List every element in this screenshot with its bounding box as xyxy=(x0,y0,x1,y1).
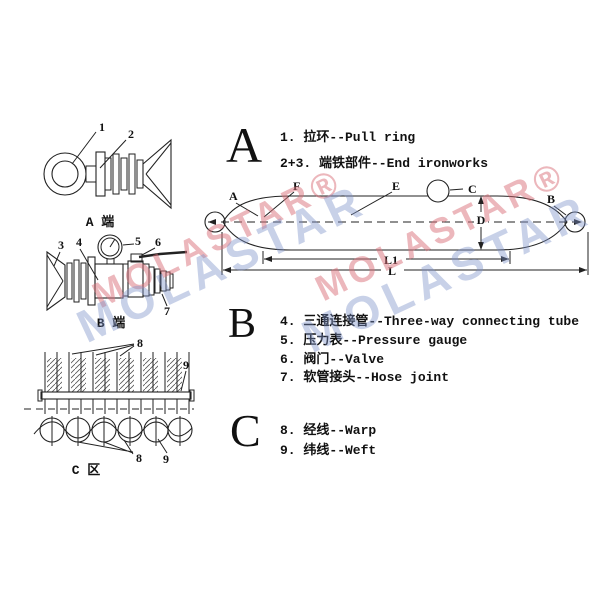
part-number-1: 1 xyxy=(99,120,105,134)
leader-lines xyxy=(71,343,187,455)
warp-wave-line xyxy=(33,421,193,439)
valve-handle xyxy=(138,250,188,259)
leader-lines xyxy=(71,131,127,169)
valve-body xyxy=(127,260,144,298)
figure-a-end-fitting: 1 2 A 端 xyxy=(43,120,172,230)
rib xyxy=(112,153,120,195)
hatch-band xyxy=(119,358,134,392)
leader-lines xyxy=(235,188,567,218)
label-warp-top: 8 xyxy=(137,336,143,350)
label-b-end: B xyxy=(547,192,555,206)
valve-nut xyxy=(130,253,143,263)
centerline-arrow-right xyxy=(574,219,582,225)
dim-l1-arrow-right xyxy=(501,256,509,262)
part-number-5: 5 xyxy=(135,234,141,248)
section-letter-a: A xyxy=(226,117,263,173)
weft-circle xyxy=(117,417,143,443)
label-warp-bottom: 8 xyxy=(136,451,142,465)
label-l1-length: L1 xyxy=(384,253,398,267)
dim-d-arrow-top xyxy=(478,196,484,204)
hatch-band xyxy=(143,358,158,392)
hose-rib xyxy=(148,266,155,296)
part-number-2: 2 xyxy=(128,127,134,141)
hose-rib xyxy=(154,268,161,294)
dim-l-extension-lines xyxy=(221,232,589,275)
figure-main-tube: A F E C B D L1 L xyxy=(204,179,589,278)
figure-c-zone-weave: 8 9 8 9 C 区 xyxy=(24,336,195,478)
centerline-arrow-left xyxy=(208,219,216,225)
weft-bar xyxy=(40,391,192,400)
pull-ring-outer xyxy=(43,152,87,196)
figure-b-end-assembly: 3 4 5 6 7 B 端 xyxy=(46,234,188,331)
hose-tip xyxy=(169,273,174,289)
label-weft-bottom: 9 xyxy=(163,452,169,466)
pull-ring-inner xyxy=(51,160,79,188)
part-number-3: 3 xyxy=(58,238,64,252)
label-weft-right: 9 xyxy=(183,358,189,372)
dim-l-arrow-left xyxy=(223,267,231,273)
leader-lines xyxy=(53,243,168,307)
caption-c-zone: C 区 xyxy=(72,463,101,478)
rib xyxy=(120,157,128,191)
part-number-6: 6 xyxy=(155,235,161,249)
rib xyxy=(80,262,87,300)
legend-item-pressure-gauge: 5. 压力表--Pressure gauge xyxy=(280,333,468,348)
valve-circle xyxy=(426,179,450,203)
section-letter-b: B xyxy=(228,301,257,347)
gauge-dial xyxy=(100,237,120,257)
hatch-band xyxy=(167,358,182,392)
legend-item-weft: 9. 纬线--Weft xyxy=(280,443,377,458)
weft-circle xyxy=(39,417,65,443)
flared-cone xyxy=(46,250,66,312)
hatch-band xyxy=(71,358,86,392)
rib xyxy=(66,262,73,300)
caption-b-end: B 端 xyxy=(97,315,126,331)
label-c-valve: C xyxy=(468,182,477,196)
section-letter-c: C xyxy=(230,405,261,456)
label-l-length: L xyxy=(388,264,396,278)
legend-item-pull-ring: 1. 拉环--Pull ring xyxy=(280,130,416,145)
dim-d-arrow-bottom xyxy=(478,242,484,250)
label-d-diameter: D xyxy=(477,213,486,227)
weft-bar-end xyxy=(37,389,43,402)
valve-flange xyxy=(142,263,150,297)
label-f-fabric: F xyxy=(293,179,300,193)
dim-l-arrow-right xyxy=(579,267,587,273)
label-a-end: A xyxy=(229,189,238,203)
weft-circle xyxy=(167,417,193,443)
legend-item-valve: 6. 阀门--Valve xyxy=(280,352,385,367)
tube-envelope xyxy=(222,195,568,251)
part-number-4: 4 xyxy=(76,235,82,249)
weft-section-lines xyxy=(51,416,181,446)
flared-cone xyxy=(142,138,172,210)
cone-inner-lines xyxy=(46,254,64,308)
hatch-band xyxy=(47,358,62,392)
hatch-band xyxy=(95,358,110,392)
dim-l1-extension-lines xyxy=(262,251,511,264)
cone-inner-lines xyxy=(145,142,172,206)
part-number-7: 7 xyxy=(164,304,170,318)
rib xyxy=(73,259,80,303)
weft-bar-end xyxy=(189,389,195,402)
hose-rib xyxy=(160,270,167,292)
rib xyxy=(104,157,112,191)
ring-neck xyxy=(85,165,97,183)
gauge-needle xyxy=(109,238,116,248)
rib xyxy=(128,153,136,195)
three-way-tube xyxy=(94,263,124,299)
dim-l1-arrow-left xyxy=(264,256,272,262)
legend-item-warp: 8. 经线--Warp xyxy=(280,423,377,438)
warp-threads xyxy=(44,352,190,414)
caption-a-end: A 端 xyxy=(86,214,115,230)
legend-item-three-way-tube: 4. 三通连接管--Three-way connecting tube xyxy=(280,314,580,329)
dim-d-label-bg xyxy=(474,212,488,227)
hose-rib xyxy=(165,271,171,291)
rib xyxy=(136,159,144,189)
valve-flange xyxy=(122,263,129,297)
legend-item-hose-joint: 7. 软管接头--Hose joint xyxy=(280,370,450,385)
end-plate xyxy=(95,151,106,197)
label-e-surface: E xyxy=(392,179,400,193)
legend-item-end-ironworks: 2+3. 端铁部件--End ironworks xyxy=(280,156,489,171)
